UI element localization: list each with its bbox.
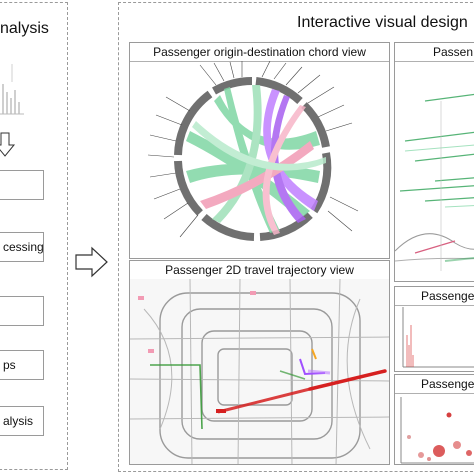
visual-design-panel [118, 2, 474, 472]
analysis-panel [0, 2, 68, 470]
top-right-view-title: Passen [395, 43, 474, 62]
down-arrow-icon [0, 132, 16, 157]
chord-diagram [147, 61, 359, 241]
trajectory-3d-plot [395, 93, 474, 271]
top-right-view-panel: Passen [394, 42, 474, 282]
visual-design-title: Interactive visual design [297, 14, 468, 31]
analysis-panel-title: nalysis [0, 20, 49, 37]
step-box-3 [0, 296, 44, 326]
step-box-1 [0, 170, 44, 200]
mid-right-view-title: Passenger [395, 287, 474, 306]
mid-right-chart [402, 307, 474, 368]
step-box-4: ps [0, 350, 44, 380]
analysis-thumbnail [0, 64, 24, 115]
bottom-right-chart [400, 397, 474, 464]
mid-right-view-panel: Passenger [394, 286, 474, 372]
step-box-2: cessing [0, 232, 44, 262]
trajectory-2d-view-title: Passenger 2D travel trajectory view [130, 261, 389, 280]
chord-view-panel: Passenger origin-destination chord view [129, 42, 390, 259]
trajectory-2d-view-panel: Passenger 2D travel trajectory view [129, 260, 390, 465]
right-arrow-icon [75, 246, 108, 278]
bottom-right-view-title: Passenger [395, 375, 474, 394]
bottom-right-view-panel: Passenger [394, 374, 474, 465]
trajectory-map [130, 279, 389, 464]
step-box-5: alysis [0, 406, 44, 436]
chord-view-title: Passenger origin-destination chord view [130, 43, 389, 62]
